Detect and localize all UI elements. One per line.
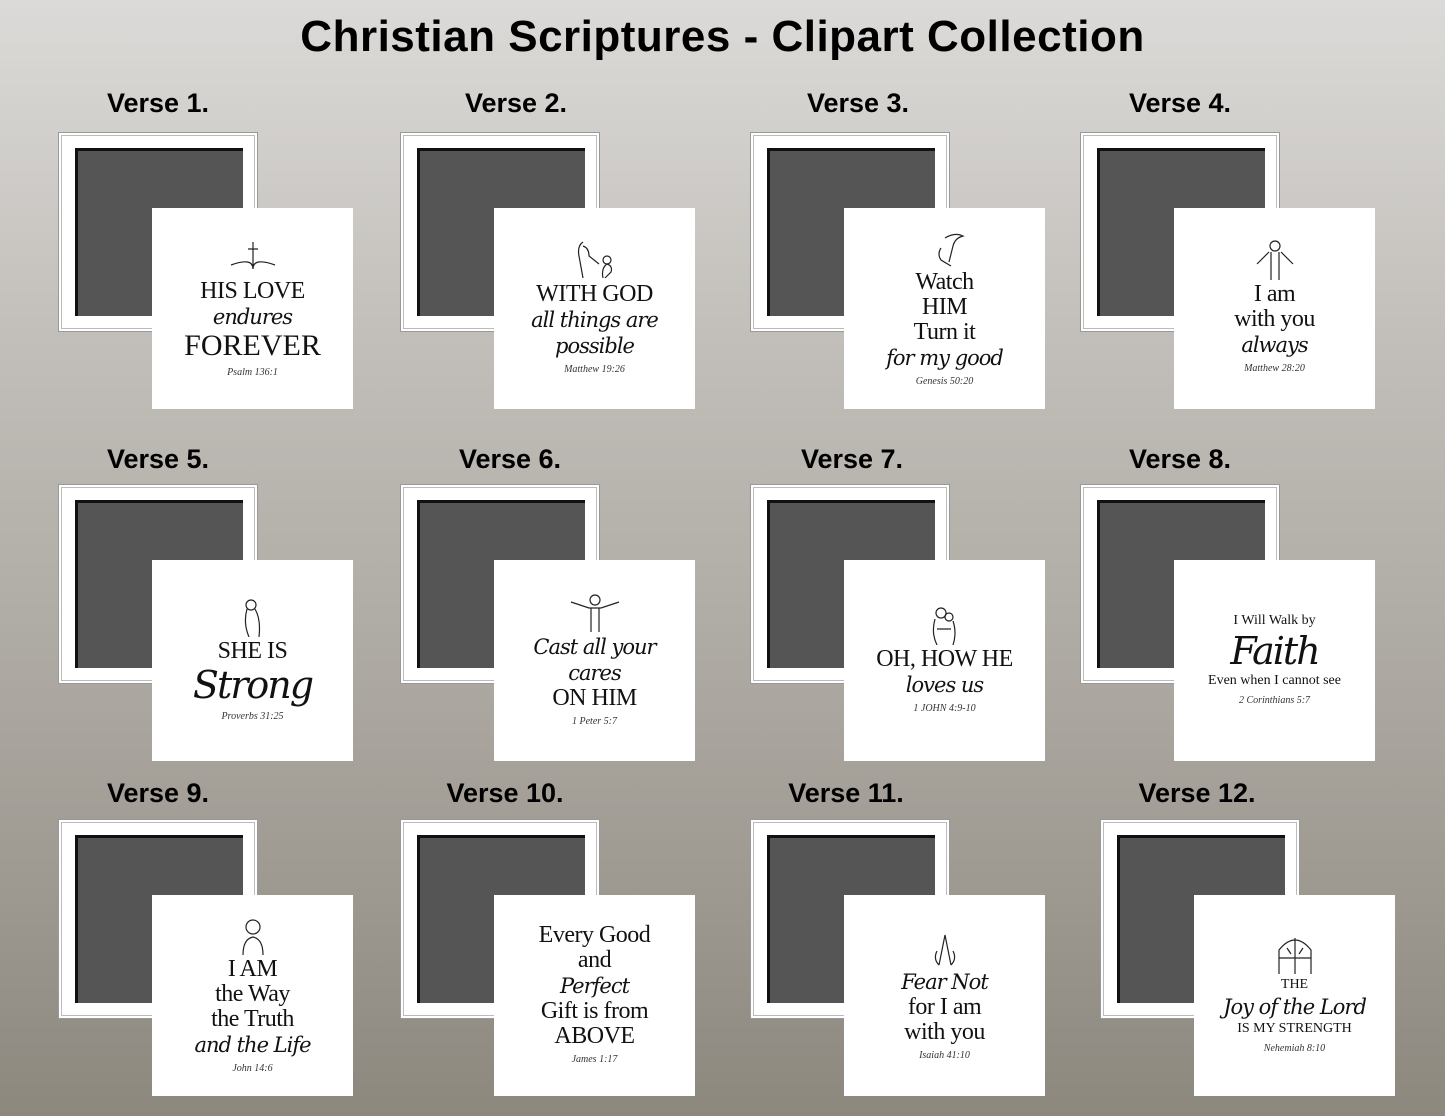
verse-label: Verse 8. [1128,444,1232,474]
verse-text-line: FOREVER [184,328,321,362]
scripture-reference: Proverbs 31:25 [221,710,284,722]
verse-text-line: OH, HOW HE [876,645,1013,672]
scripture-reference: Isaiah 41:10 [919,1050,970,1061]
verse-text-line: Joy of the Lord [1223,995,1367,1019]
embrace-figure-icon [915,605,975,645]
verse-text-line: all things are possible [531,307,659,358]
dove-hands-icon [915,228,975,268]
verse-text-line: ABOVE [554,1023,635,1049]
verse-text-line: Even when I cannot see [1208,673,1341,688]
verse-text-line: Perfect [559,974,630,998]
verse-text-line: for my good [886,345,1004,370]
cross-bible-icon [223,237,283,277]
scripture-reference: Genesis 50:20 [915,375,974,387]
scripture-reference: Psalm 136:1 [227,366,278,378]
verse-label: Verse 1. [106,88,210,118]
verse-text-line: and [577,947,612,973]
verse-label: Verse 10. [446,778,564,808]
verse-label: Verse 4. [1128,88,1232,118]
verse-text-line: THE [1280,977,1309,992]
stained-glass-arch-icon [1265,934,1325,974]
jesus-portrait-icon [223,915,283,955]
verse-text-line: with you [1234,306,1315,332]
page-title: Christian Scriptures - Clipart Collectio… [300,12,1145,61]
verse-text-line: for I am [907,994,982,1020]
jesus-open-arms-icon [565,592,625,632]
scripture-reference: 2 Corinthians 5:7 [1238,695,1311,706]
scripture-reference: 1 Peter 5:7 [572,715,617,727]
praying-hands-icon [915,927,975,967]
verse-text-line: I AM [227,955,278,982]
verse-text-line: HIM [921,293,968,320]
verse-label: Verse 3. [806,88,910,118]
verse-label: Verse 6. [458,444,562,474]
verse-text-line: endures [212,304,293,329]
verse-text-line: and the Life [194,1032,311,1057]
verse-text-line: Watch [915,268,974,295]
verse-label: Verse 11. [788,778,904,808]
verse-text-line: I am [1253,281,1296,307]
verse-text-line: cares [568,660,622,685]
scripture-reference: John 14:6 [232,1062,273,1074]
verse-text-line: with you [904,1019,985,1045]
verse-text-line: Fear Not [901,970,989,994]
scripture-reference: James 1:17 [571,1054,618,1065]
jesus-figure-icon [1245,240,1305,280]
scripture-reference: Nehemiah 8:10 [1263,1043,1326,1054]
verse-card: THE Joy of the Lord IS MY STRENGTH Nehemiah… [1194,895,1395,1096]
scripture-reference: Matthew 19:26 [564,363,625,375]
verse-label: Verse 12. [1138,778,1256,808]
verse-text-line: IS MY STRENGTH [1237,1021,1352,1036]
verse-text-line: Turn it [913,318,976,345]
scripture-reference: 1 JOHN 4:9-10 [913,702,976,714]
scripture-reference: Matthew 28:20 [1244,363,1305,374]
verse-text-line: I Will Walk by [1233,613,1316,628]
verse-text-line: Cast all your [533,634,656,659]
verse-text-line: ON HIM [552,684,637,711]
verse-label: Verse 7. [800,444,904,474]
verse-text-line: Gift is from [540,998,649,1024]
verse-label: Verse 5. [106,444,210,474]
verse-text-line: Faith [1230,629,1320,673]
verse-text-line: always [1241,333,1308,357]
woman-figure-icon [223,597,283,637]
verse-text-line: Every Good [538,922,651,948]
verse-text-line: SHE IS [217,637,288,664]
verse-text-line: Strong [192,662,314,707]
verse-text-line: WITH GOD [536,280,653,307]
verse-text-line: the Way [215,980,290,1007]
jesus-helping-hand-icon [565,240,625,280]
verse-text-line: the Truth [211,1005,294,1032]
verse-text-line: HIS LOVE [200,277,305,304]
verse-label: Verse 9. [106,778,210,808]
verse-text-line: loves us [905,672,984,697]
verse-label: Verse 2. [464,88,568,118]
